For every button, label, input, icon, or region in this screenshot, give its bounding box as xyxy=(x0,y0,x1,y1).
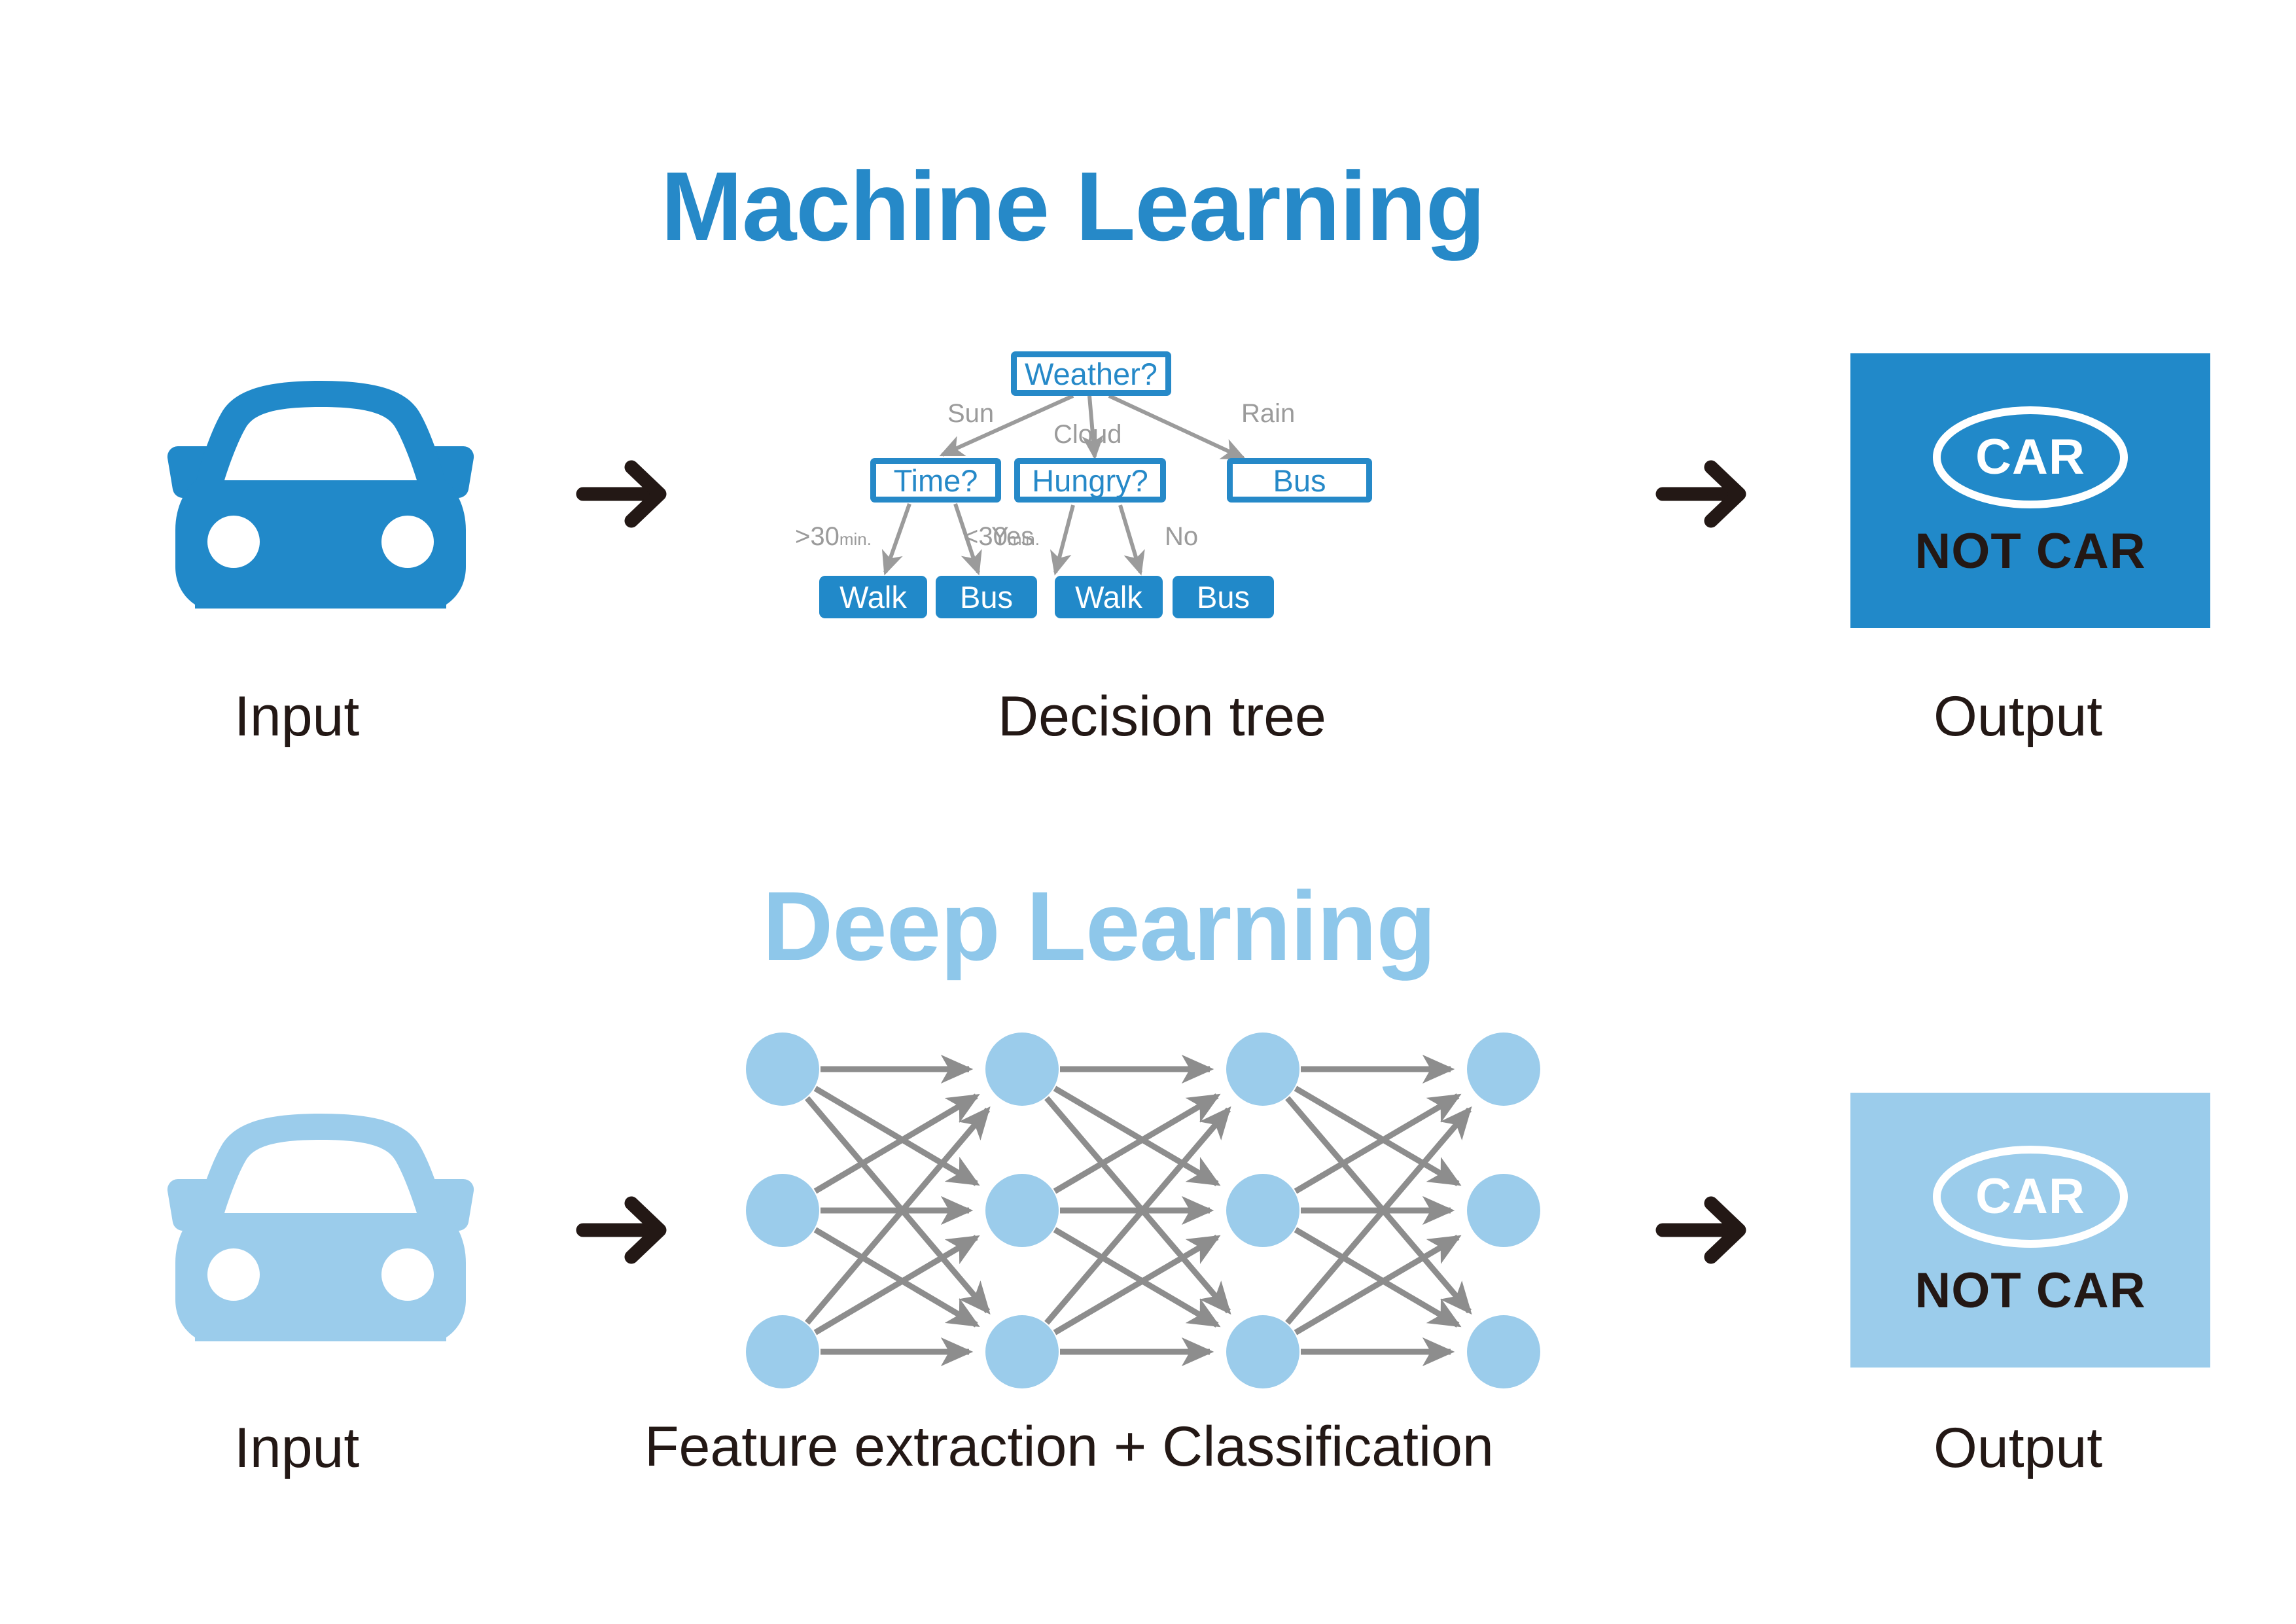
dl-output-label: Output xyxy=(1934,1417,2103,1479)
car-badge: CAR xyxy=(1932,1144,2128,1249)
tree-edge-label-rain: Rain xyxy=(1241,399,1296,428)
nn-node xyxy=(746,1033,819,1106)
nn-node xyxy=(1226,1174,1299,1247)
car-label: CAR xyxy=(1975,1169,2085,1224)
car-badge: CAR xyxy=(1932,405,2128,510)
machine-learning-title: Machine Learning xyxy=(661,151,1485,261)
arrow-right-icon xyxy=(1652,1194,1757,1266)
nn-node xyxy=(1467,1174,1540,1247)
tree-node-hungry[interactable]: Hungry? xyxy=(1014,458,1166,503)
tree-edge-label-yes: Yes xyxy=(991,522,1034,551)
nn-node xyxy=(746,1315,819,1388)
nn-node xyxy=(746,1174,819,1247)
tree-edge-label-cloud: Cloud xyxy=(1053,420,1122,449)
neural-network-diagram xyxy=(739,1021,1590,1400)
car-label: CAR xyxy=(1975,429,2085,485)
not-car-label: NOT CAR xyxy=(1915,1263,2146,1318)
lt30-value: <30 xyxy=(963,522,1008,551)
nn-node xyxy=(1226,1033,1299,1106)
gt30-unit: min. xyxy=(839,529,872,549)
tree-edge-label-no: No xyxy=(1165,522,1199,551)
nn-node xyxy=(985,1174,1059,1247)
tree-edge-label-lt30: <30min. xyxy=(963,523,1040,550)
arrow-right-icon xyxy=(573,1194,677,1266)
car-front-icon xyxy=(167,366,474,644)
ml-middle-label: Decision tree xyxy=(998,685,1326,748)
not-car-label: NOT CAR xyxy=(1915,523,2146,579)
car-front-icon xyxy=(167,1099,474,1377)
tree-edge-label-sun: Sun xyxy=(947,399,995,428)
tree-leaf-bus-1[interactable]: Bus xyxy=(936,576,1037,618)
lt30-unit: min. xyxy=(1007,529,1040,549)
nn-node xyxy=(985,1033,1059,1106)
nn-node xyxy=(1467,1315,1540,1388)
dl-output-card: CAR NOT CAR xyxy=(1850,1093,2210,1368)
gt30-value: >30 xyxy=(795,522,839,551)
decision-tree-diagram: Weather? Time? Hungry? Bus Walk Bus Walk… xyxy=(680,340,1426,622)
oval-outline-icon xyxy=(1933,406,2128,508)
tree-edge-label-gt30: >30min. xyxy=(795,523,872,550)
nn-node xyxy=(1226,1315,1299,1388)
oval-outline-icon xyxy=(1933,1146,2128,1248)
deep-learning-title: Deep Learning xyxy=(762,871,1436,981)
arrow-right-icon xyxy=(1652,458,1757,530)
tree-node-weather[interactable]: Weather? xyxy=(1011,351,1171,396)
dl-middle-label: Feature extraction + Classification xyxy=(645,1415,1494,1478)
tree-leaf-walk-1[interactable]: Walk xyxy=(819,576,927,618)
tree-leaf-walk-2[interactable]: Walk xyxy=(1055,576,1163,618)
ml-input-label: Input xyxy=(234,685,360,748)
arrow-right-icon xyxy=(573,458,677,530)
tree-node-bus-rain[interactable]: Bus xyxy=(1227,458,1372,503)
ml-output-card: CAR NOT CAR xyxy=(1850,353,2210,628)
tree-leaf-bus-2[interactable]: Bus xyxy=(1173,576,1274,618)
nn-node xyxy=(1467,1033,1540,1106)
dl-input-label: Input xyxy=(234,1417,360,1479)
nn-node xyxy=(985,1315,1059,1388)
tree-node-time[interactable]: Time? xyxy=(870,458,1001,503)
ml-output-label: Output xyxy=(1934,685,2103,748)
